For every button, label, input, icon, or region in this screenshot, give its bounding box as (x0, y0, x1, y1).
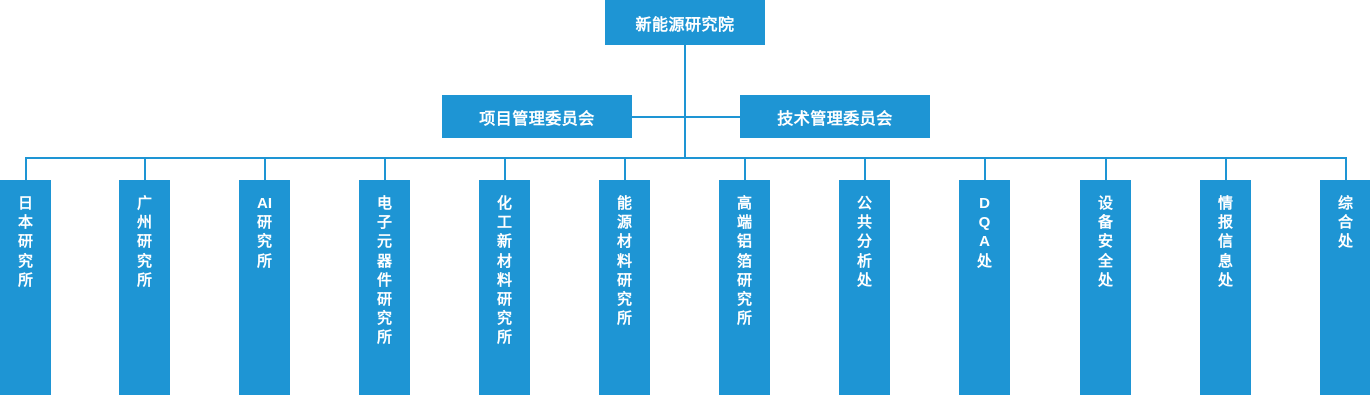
org-node-department[interactable]: 设备安全处 (1080, 180, 1131, 395)
org-node-department[interactable]: 电子元器件研究所 (359, 180, 410, 395)
org-node-department-label: 日本研究所 (17, 195, 33, 289)
org-node-root-label: 新能源研究院 (635, 16, 735, 34)
connector-department-drop (983, 157, 986, 180)
org-node-department-label: 化工新材料研究所 (496, 195, 512, 347)
org-node-technical-management-committee[interactable]: 技术管理委员会 (740, 95, 930, 138)
org-node-department-label: 高端铝箔研究所 (736, 195, 752, 328)
connector-department-drop (623, 157, 626, 180)
org-node-department-label: 设备安全处 (1097, 195, 1113, 289)
connector-department-drop (1104, 157, 1107, 180)
org-node-department[interactable]: 日本研究所 (0, 180, 51, 395)
org-node-department-label: 情报信息处 (1217, 195, 1233, 289)
org-node-department-label: DQA处 (976, 195, 992, 270)
org-node-department-label: 公共分析处 (856, 195, 872, 289)
org-node-department[interactable]: 情报信息处 (1200, 180, 1251, 395)
connector-department-bus (25, 157, 1345, 159)
org-node-department[interactable]: DQA处 (959, 180, 1010, 395)
org-node-root[interactable]: 新能源研究院 (605, 0, 765, 45)
org-node-department[interactable]: 广州研究所 (119, 180, 170, 395)
connector-department-drop (263, 157, 266, 180)
org-node-department[interactable]: 化工新材料研究所 (479, 180, 530, 395)
connector-root-trunk (684, 45, 686, 158)
org-node-department-label: 广州研究所 (136, 195, 152, 289)
connector-department-drop (863, 157, 866, 180)
connector-department-drop (143, 157, 146, 180)
org-node-project-management-committee[interactable]: 项目管理委员会 (442, 95, 632, 138)
org-node-department-label: 能源材料研究所 (616, 195, 632, 328)
org-node-department-label: 综合处 (1337, 195, 1353, 251)
connector-department-drop (1224, 157, 1227, 180)
org-node-committee-label: 项目管理委员会 (479, 110, 595, 128)
connector-department-drop (383, 157, 386, 180)
org-node-department[interactable]: 综合处 (1320, 180, 1370, 395)
connector-department-drop (24, 157, 27, 180)
connector-committees-horizontal (632, 116, 740, 118)
org-node-department[interactable]: 能源材料研究所 (599, 180, 650, 395)
connector-department-drop (743, 157, 746, 180)
org-node-department-label: AI研究所 (256, 195, 272, 270)
org-node-department[interactable]: 公共分析处 (839, 180, 890, 395)
org-node-department[interactable]: 高端铝箔研究所 (719, 180, 770, 395)
org-node-committee-label: 技术管理委员会 (777, 110, 893, 128)
org-node-department-label: 电子元器件研究所 (376, 195, 392, 347)
connector-department-drop (1344, 157, 1347, 180)
connector-department-drop (503, 157, 506, 180)
org-node-department[interactable]: AI研究所 (239, 180, 290, 395)
